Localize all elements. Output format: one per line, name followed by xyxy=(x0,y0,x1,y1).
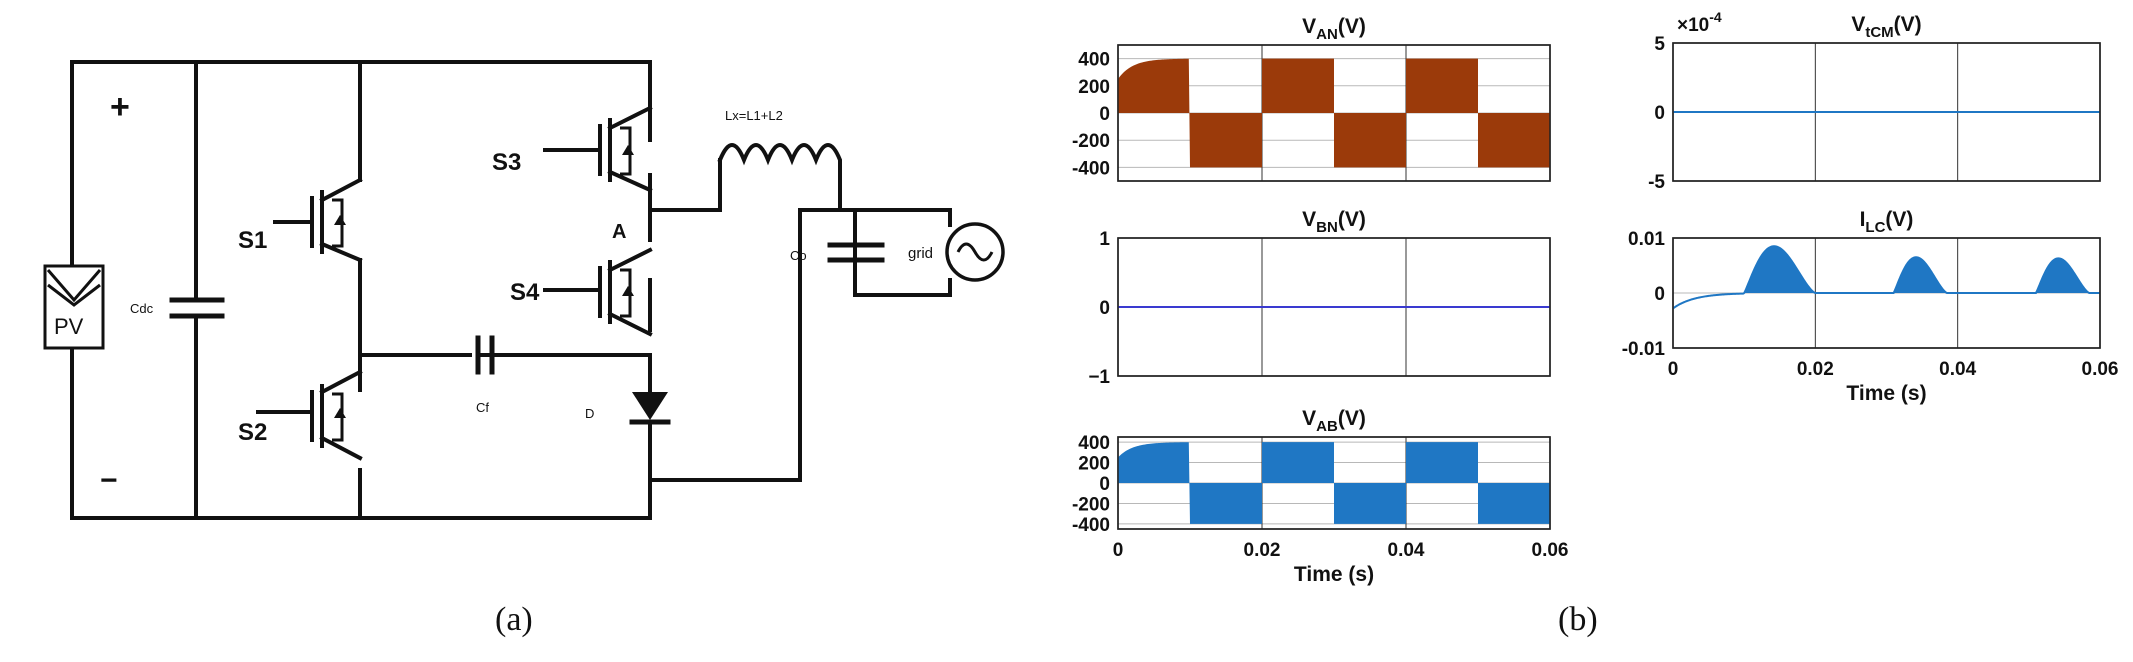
cdc-label: Cdc xyxy=(130,301,154,316)
minus-sign: − xyxy=(100,464,118,497)
ilc-burst-2 xyxy=(1893,257,1947,293)
van-pulse xyxy=(1190,113,1262,168)
vab-axes-border xyxy=(1117,436,1551,530)
vab-title: VAB(V) xyxy=(1302,407,1366,435)
vab-xlabel: Time (s) xyxy=(1294,563,1374,586)
ilc-xtick-label: 0.04 xyxy=(1939,359,1976,380)
vtcm-axes-border xyxy=(1672,42,2101,182)
caption-a: (a) xyxy=(495,601,533,638)
s4-label: S4 xyxy=(510,279,540,306)
vbn-ytick-label: 0 xyxy=(1099,298,1110,319)
switch-s1: S1 xyxy=(238,177,363,263)
grid-label: grid xyxy=(908,245,933,262)
ilc-xtick-label: 0.06 xyxy=(2082,359,2119,380)
vab-xtick-label: 0 xyxy=(1113,540,1124,561)
cf-label: Cf xyxy=(476,400,489,415)
d-label: D xyxy=(585,406,594,421)
van-pulse xyxy=(1118,58,1190,168)
van-pulse xyxy=(1478,113,1550,168)
vab-pulse xyxy=(1118,442,1190,524)
vab-pulse xyxy=(1262,442,1334,483)
vab-ytick-label: 0 xyxy=(1099,474,1110,495)
inductor-lx: Lx=L1+L2 xyxy=(717,108,842,212)
ilc-ytick-label: -0.01 xyxy=(1622,339,1666,360)
ilc-xtick-label: 0.02 xyxy=(1797,359,1834,380)
vab-pulse xyxy=(1190,483,1262,524)
van-ytick-label: -400 xyxy=(1072,158,1110,179)
van-ytick-label: -200 xyxy=(1072,131,1110,152)
switch-s2: S2 xyxy=(238,369,363,461)
switch-s3: S3 xyxy=(492,105,653,193)
van-title: VAN(V) xyxy=(1302,15,1366,43)
s3-label: S3 xyxy=(492,149,521,176)
pv-module: PV xyxy=(43,264,105,350)
ilc-burst-3 xyxy=(2035,258,2090,293)
node-a-wire xyxy=(648,158,722,212)
vbn-ytick-label: −1 xyxy=(1088,367,1110,388)
vtcm-title: VtCM(V) xyxy=(1851,13,1921,41)
ilc-xtick-label: 0 xyxy=(1668,359,1679,380)
vtcm-ytick-label: -5 xyxy=(1648,172,1665,193)
van-ytick-label: 200 xyxy=(1078,77,1110,98)
van-axes-border xyxy=(1117,44,1551,182)
s2-label: S2 xyxy=(238,419,267,446)
vab-ytick-label: 200 xyxy=(1078,454,1110,475)
capacitor-cdc: Cdc xyxy=(130,60,225,520)
s1s2-leg-wire xyxy=(358,60,652,520)
plot-vtcm: 5 0 -5 VtCM(V) ×10-4 xyxy=(1648,9,2101,193)
circuit-diagram: PV + − Cdc S1 S2 Cf xyxy=(43,60,1005,638)
diode-d: D xyxy=(585,353,671,472)
capacitor-cf: Cf xyxy=(475,335,502,415)
caption-b: (b) xyxy=(1558,601,1598,638)
output-wire xyxy=(648,208,952,482)
vab-ytick-label: -400 xyxy=(1072,515,1110,536)
lx-label: Lx=L1+L2 xyxy=(725,108,783,123)
grid-source: grid xyxy=(853,208,1005,297)
van-pulse xyxy=(1334,113,1406,168)
vab-ytick-label: 400 xyxy=(1078,433,1110,454)
vbn-axes-border xyxy=(1117,237,1551,377)
ilc-ytick-label: 0.01 xyxy=(1628,229,1665,250)
vtcm-ytick-label: 5 xyxy=(1654,34,1665,55)
ilc-trace xyxy=(1672,245,2100,310)
vab-pulse xyxy=(1406,442,1478,483)
switch-s4: S4 xyxy=(510,247,653,337)
top-rail-wire xyxy=(70,60,652,117)
plot-van: 400 200 0 -200 -400 VAN(V) xyxy=(1072,15,1551,182)
vab-xtick-label: 0.06 xyxy=(1532,540,1569,561)
ilc-axes-border xyxy=(1672,237,2101,349)
vtcm-exponent-label: ×10-4 xyxy=(1677,9,1722,36)
s1-label: S1 xyxy=(238,227,267,254)
bottom-rail-wire xyxy=(70,468,652,520)
ilc-xlabel: Time (s) xyxy=(1846,382,1926,405)
plus-sign: + xyxy=(110,88,130,126)
vab-pulse xyxy=(1478,483,1550,524)
vab-xtick-label: 0.04 xyxy=(1388,540,1425,561)
van-pulse xyxy=(1262,58,1334,113)
ilc-title: ILC(V) xyxy=(1860,208,1914,236)
vab-xtick-label: 0.02 xyxy=(1244,540,1281,561)
plot-vbn: 1 0 −1 VBN(V) xyxy=(1088,208,1551,388)
vab-ytick-label: -200 xyxy=(1072,494,1110,515)
vbn-ytick-label: 1 xyxy=(1099,229,1110,250)
node-a-label: A xyxy=(612,221,626,243)
pv-label: PV xyxy=(54,314,84,339)
vab-pulse xyxy=(1334,483,1406,524)
vtcm-ytick-label: 0 xyxy=(1654,103,1665,124)
vbn-title: VBN(V) xyxy=(1302,208,1366,236)
van-pulse xyxy=(1406,58,1478,113)
van-ytick-label: 0 xyxy=(1099,104,1110,125)
ilc-ytick-label: 0 xyxy=(1654,284,1665,305)
co-label: Co xyxy=(790,248,807,263)
ilc-burst-1 xyxy=(1744,246,1816,293)
van-ytick-label: 400 xyxy=(1078,50,1110,71)
